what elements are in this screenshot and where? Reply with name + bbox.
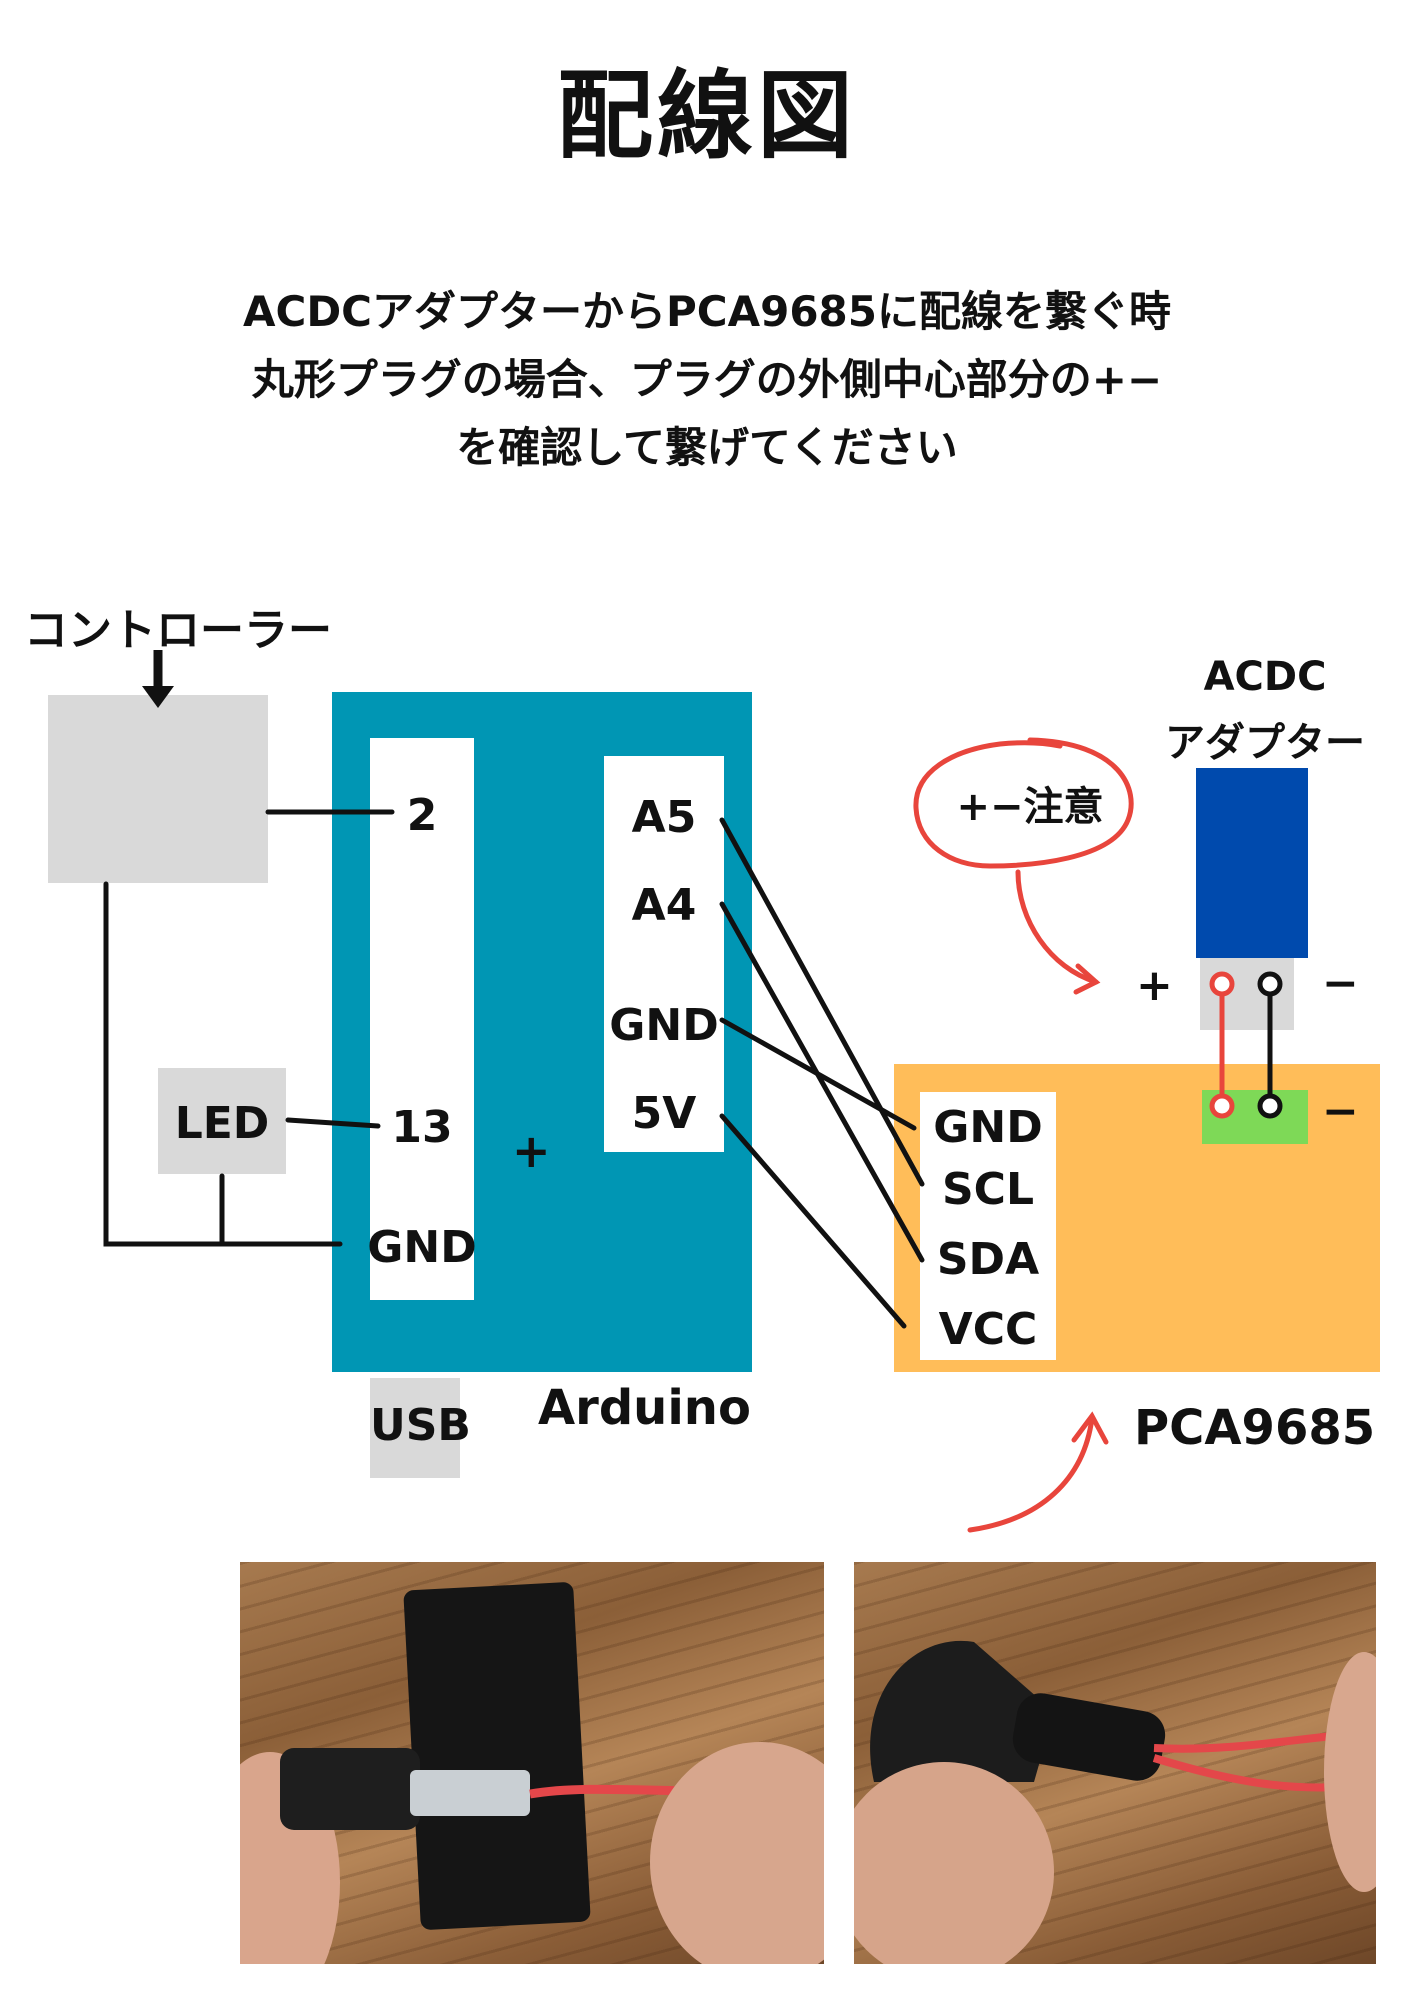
photo-arrow-head xyxy=(1071,1411,1109,1445)
adapter-label-line1: ACDC xyxy=(1203,654,1327,700)
pca9685-pin-scl: SCL xyxy=(941,1164,1035,1215)
plug-housing xyxy=(280,1748,420,1830)
wire-5v-vcc xyxy=(719,1113,907,1329)
photo-arrow xyxy=(967,1415,1095,1533)
controller-box xyxy=(48,695,268,883)
usb-label: USB xyxy=(370,1400,471,1451)
pca9685-header xyxy=(920,1092,1056,1360)
thumb xyxy=(854,1762,1054,1964)
plug-metal xyxy=(410,1770,530,1816)
finger-edge xyxy=(1324,1652,1376,1892)
pca9685-pin-gnd: GND xyxy=(933,1102,1043,1153)
wire-led-pin13 xyxy=(285,1117,381,1129)
wire-a4-sda xyxy=(719,901,925,1263)
led-label: LED xyxy=(174,1098,270,1149)
arduino-pin-a5: A5 xyxy=(631,792,697,843)
arduino-pin-2: 2 xyxy=(406,790,438,841)
photo-shrink-plug xyxy=(854,1562,1376,1964)
finger-right xyxy=(650,1742,824,1964)
controller-arrow-head xyxy=(142,686,174,708)
arduino-pin-13: 13 xyxy=(391,1102,453,1153)
instruction-line-2: 丸形プラグの場合、プラグの外側中心部分の+− xyxy=(251,355,1163,404)
terminal-minus-dot xyxy=(1257,1093,1283,1119)
arduino-right-header xyxy=(604,756,724,1152)
controller-label: コントローラー xyxy=(24,605,332,656)
adapter-body xyxy=(1196,768,1308,958)
adapter-plus-label: + xyxy=(1136,960,1173,1011)
arduino-label: Arduino xyxy=(538,1380,751,1436)
arduino-pin-a4: A4 xyxy=(631,880,697,931)
page-title: 配線図 xyxy=(557,60,857,172)
adapter-minus-label: − xyxy=(1322,958,1359,1009)
terminal-plus-dot xyxy=(1209,1093,1235,1119)
pca9685-pin-vcc: VCC xyxy=(938,1304,1038,1355)
heat-shrink xyxy=(1012,1693,1166,1781)
note-arrow-head xyxy=(1073,963,1101,995)
adapter-plus-dot xyxy=(1209,971,1235,997)
polarity-note-label: +−注意 xyxy=(956,784,1104,830)
wire-ground-bus xyxy=(103,881,343,1247)
instruction-line-1: ACDCアダプターからPCA9685に配線を繋ぐ時 xyxy=(242,287,1172,336)
angled-plug xyxy=(870,1640,1054,1782)
wiring-diagram xyxy=(103,650,1283,1533)
pca9685-label: PCA9685 xyxy=(1134,1400,1376,1456)
pca9685-pin-sda: SDA xyxy=(936,1234,1040,1285)
arduino-left-header xyxy=(370,738,474,1300)
arduino-plus-label: + xyxy=(512,1124,551,1178)
photo-taped-plug xyxy=(240,1562,824,1964)
instruction-line-3: を確認して繋げてください xyxy=(456,423,958,472)
black-tape xyxy=(403,1582,591,1930)
arduino-pin-gnd-left: GND xyxy=(367,1222,477,1273)
arduino-pin-5v: 5V xyxy=(631,1088,697,1139)
led-box xyxy=(158,1068,286,1174)
usb-box xyxy=(370,1378,460,1478)
pca9685-minus-label: − xyxy=(1322,1086,1359,1137)
adapter-label-line2: アダプター xyxy=(1165,720,1365,766)
adapter-minus-dot xyxy=(1257,971,1283,997)
note-circle xyxy=(913,737,1134,869)
arduino-pin-gnd-right: GND xyxy=(609,1000,719,1051)
wire-gnd-gnd xyxy=(719,1017,917,1131)
note-arrow xyxy=(1015,869,1099,985)
wire-a5-scl xyxy=(719,817,925,1187)
